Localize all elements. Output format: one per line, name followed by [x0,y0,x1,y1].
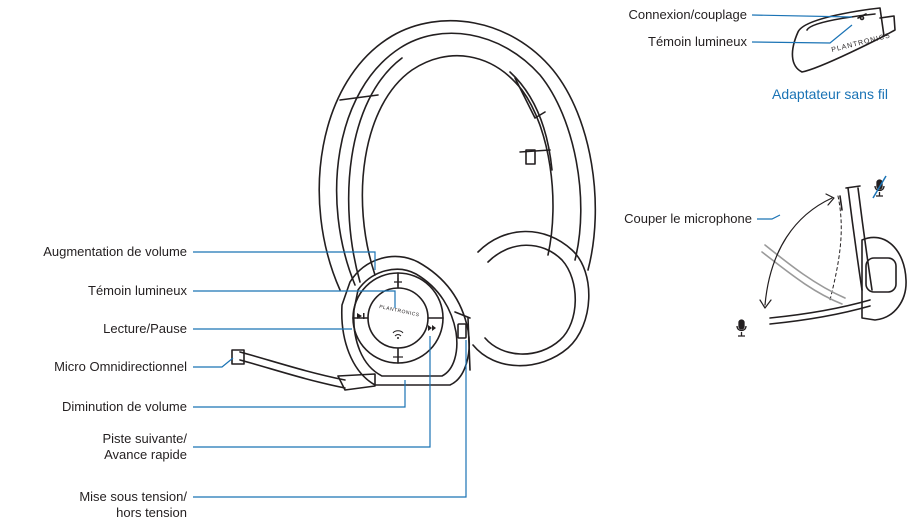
label-lecture-pause: Lecture/Pause [103,321,187,336]
headband [318,19,597,291]
label-temoin-headset: Témoin lumineux [88,283,187,298]
right-ear-cup [472,230,590,367]
label-piste-suivante-line2: Avance rapide [104,447,187,462]
power-switch-icon [457,323,467,339]
control-buttons [352,272,444,364]
headset-brand: PLANTRONICS [379,304,421,318]
label-augmentation-volume: Augmentation de volume [43,244,187,259]
label-mise-sous-tension-line2: hors tension [116,505,187,520]
label-diminution-volume: Diminution de volume [61,399,187,414]
mic-icon [736,319,747,337]
mic-muted-icon [872,175,887,199]
label-adapter-caption: Adaptateur sans fil [772,86,888,102]
boom-mic [231,349,376,391]
next-track-icon [428,325,436,331]
wireless-adapter [791,7,896,73]
label-mise-sous-tension-line1: Mise sous tension/ [79,489,187,504]
leader-lines [193,14,853,498]
label-couper-microphone: Couper le microphone [624,211,752,226]
left-ear-cup [341,255,471,386]
label-micro-omni: Micro Omnidirectionnel [54,359,187,374]
label-temoin-adapter: Témoin lumineux [648,34,747,49]
label-piste-suivante: Piste suivante/ Avance rapide [102,431,187,463]
label-piste-suivante-line1: Piste suivante/ [102,431,187,446]
play-pause-icon [357,313,365,319]
label-mise-sous-tension: Mise sous tension/ hors tension [79,489,187,521]
connect-icon [392,330,404,337]
mute-position-view [761,185,907,325]
rotation-arrow [764,197,833,306]
label-connexion-couplage: Connexion/couplage [628,7,747,22]
